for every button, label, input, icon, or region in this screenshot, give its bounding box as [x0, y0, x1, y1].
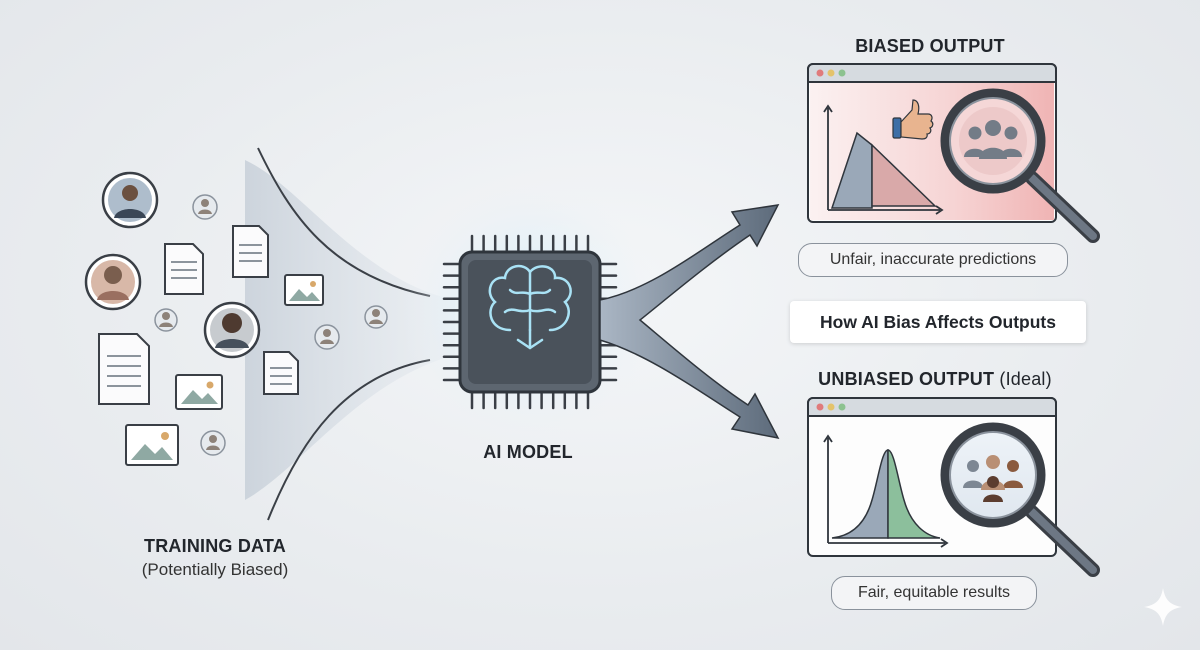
training-data-subtitle: (Potentially Biased)	[141, 560, 289, 579]
brain-icon	[488, 264, 572, 350]
biased-chart	[823, 104, 944, 215]
person-avatar-icon	[192, 194, 218, 220]
window-control-icon	[838, 403, 846, 411]
group-icon	[964, 120, 1022, 159]
training-data-items	[84, 171, 388, 466]
output-arrows	[599, 204, 780, 440]
biased-output-title: BIASED OUTPUT	[855, 36, 1005, 56]
biased-output-caption: Unfair, inaccurate predictions	[798, 243, 1068, 277]
person-avatar-icon	[84, 253, 142, 311]
ai-model-label: AI MODEL	[483, 442, 573, 462]
sparkle-icon	[1144, 588, 1182, 626]
training-data-title: TRAINING DATA	[144, 536, 286, 556]
ai-model-chip	[442, 234, 618, 410]
person-avatar-icon	[200, 430, 226, 456]
person-avatar-icon	[154, 308, 178, 332]
person-avatar-icon	[314, 324, 340, 350]
image-icon	[284, 274, 324, 306]
window-control-icon	[827, 69, 835, 77]
biased-output-window	[807, 63, 1100, 243]
group-icon	[963, 455, 1023, 502]
window-control-icon	[827, 403, 835, 411]
fair-chart	[823, 434, 949, 548]
unbiased-output-title: UNBIASED OUTPUT (Ideal)	[795, 369, 1075, 390]
image-icon	[175, 374, 223, 410]
person-avatar-icon	[364, 305, 388, 329]
unbiased-output-title-note: (Ideal)	[999, 369, 1052, 389]
person-avatar-icon	[203, 301, 261, 359]
window-control-icon	[816, 69, 824, 77]
magnifier-icon	[940, 422, 1100, 577]
window-control-icon	[816, 403, 824, 411]
image-icon	[125, 424, 179, 466]
unbiased-output-title-main: UNBIASED OUTPUT	[818, 369, 995, 389]
document-lines	[107, 244, 292, 387]
unbiased-output-window	[807, 397, 1100, 577]
window-control-icon	[838, 69, 846, 77]
data-funnel	[245, 147, 455, 521]
person-avatar-icon	[101, 171, 159, 229]
unbiased-output-caption: Fair, equitable results	[831, 576, 1037, 610]
thumbs-up-icon	[892, 99, 934, 140]
diagram-headline: How AI Bias Affects Outputs	[790, 301, 1086, 343]
magnifier-icon	[940, 88, 1100, 243]
